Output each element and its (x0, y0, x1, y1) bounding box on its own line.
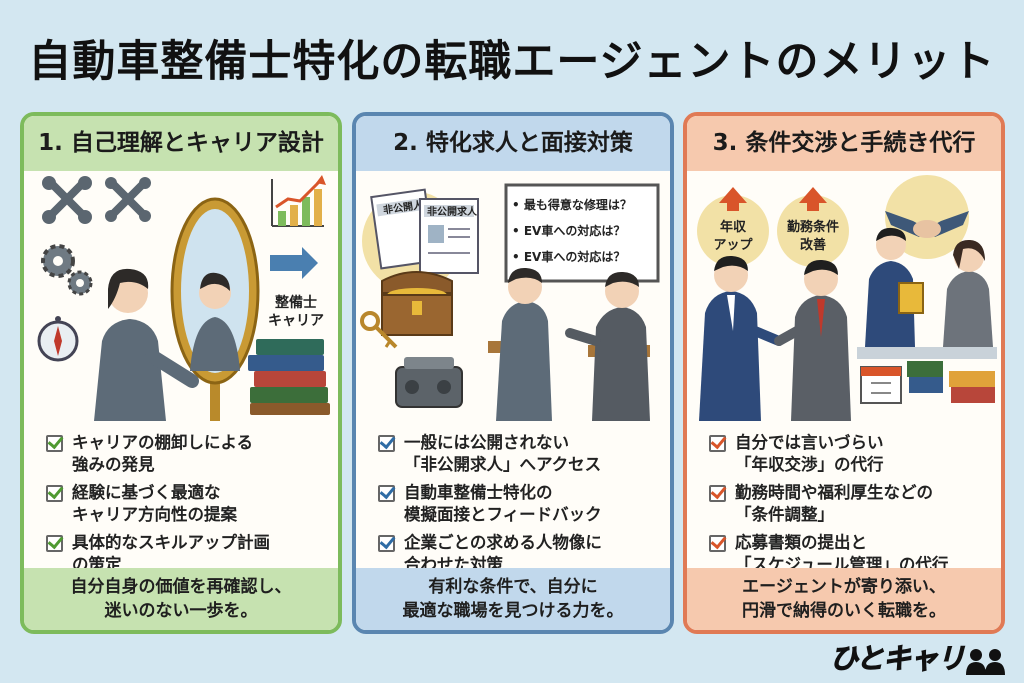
calendar-icon (860, 366, 902, 404)
illus-label-line2: キャリア (268, 313, 324, 329)
gear-icon (41, 244, 93, 296)
arrow-up-icon (799, 187, 827, 211)
benefit-list: 一般には公開されない「非公開求人」へアクセス 自動車整備士特化の模擬面接とフィー… (378, 432, 668, 582)
compass-icon (37, 316, 79, 362)
card-negotiation: 3. 条件交渉と手続き代行 年収 アップ 勤務条件 改善 (683, 112, 1005, 634)
check-icon (378, 535, 395, 552)
page-title: 自動車整備士特化の転職エージェントのメリット (28, 37, 996, 87)
list-item: 一般には公開されない「非公開求人」へアクセス (378, 432, 668, 476)
svg-text:改善: 改善 (800, 237, 826, 253)
card-heading: 2. 特化求人と面接対策 (356, 116, 670, 171)
board-question-2: • EV車への対応は？ (512, 223, 625, 238)
treasure-chest-icon (381, 271, 453, 336)
wrench-icon (42, 176, 92, 224)
candidate-figure (699, 255, 784, 421)
brand-logo: ひとキャリ (829, 642, 965, 676)
agent-figure (774, 259, 851, 421)
check-icon (46, 485, 63, 502)
illustration-interview: 非公開人 非公開求人 (360, 183, 660, 421)
illustration-mirror-career: 整備士 キャリア (37, 175, 330, 421)
check-icon (709, 435, 726, 452)
illus-label-line1: 整備士 (274, 294, 317, 311)
card-specialized-jobs: 2. 特化求人と面接対策 非公開人 非公開求人 (352, 112, 674, 634)
wrench-icon (105, 177, 151, 222)
illustration-negotiation: 年収 アップ 勤務条件 改善 (697, 175, 997, 421)
mirror-icon (170, 197, 260, 421)
key-icon (360, 311, 398, 349)
list-item: 自動車整備士特化の模擬面接とフィードバック (378, 482, 668, 526)
engine-icon (395, 357, 463, 408)
list-item: キャリアの棚卸しによる強みの発見 (46, 432, 336, 476)
arrow-up-icon (719, 187, 747, 211)
conditions-badge: 勤務条件 改善 (777, 187, 849, 267)
benefit-list: 自分では言いづらい「年収交渉」の代行 勤務時間や福利厚生などの「条件調整」 応募… (709, 432, 999, 582)
check-icon (378, 485, 395, 502)
card-self-understanding: 1. 自己理解とキャリア設計 (20, 112, 342, 634)
binders-icon (907, 361, 995, 403)
card-footer: 有利な条件で、自分に最適な職場を見つける力を。 (356, 568, 670, 630)
whiteboard-icon: • 最も得意な修理は？ • EV車への対応は？ • EV車への対応は？ (504, 183, 660, 283)
arrow-right-icon (270, 247, 318, 279)
mechanic-woman-figure (94, 268, 199, 421)
growth-chart-icon (271, 175, 326, 227)
benefit-list: キャリアの棚卸しによる強みの発見 経験に基づく最適なキャリア方向性の提案 具体的… (46, 432, 336, 582)
svg-text:非公開求人: 非公開求人 (427, 205, 478, 218)
list-item: 勤務時間や福利厚生などの「条件調整」 (709, 482, 999, 526)
list-item: 経験に基づく最適なキャリア方向性の提案 (46, 482, 336, 526)
svg-text:勤務条件: 勤務条件 (787, 219, 839, 235)
interviewee-figure (488, 267, 552, 421)
books-icon (248, 339, 330, 415)
document-icon: 非公開人 非公開求人 (370, 188, 479, 274)
check-icon (46, 535, 63, 552)
salary-up-badge: 年収 アップ (697, 187, 769, 267)
svg-text:年収: 年収 (720, 219, 747, 235)
people-icon (966, 649, 1005, 675)
interviewer-figure (565, 271, 650, 421)
list-item: 自分では言いづらい「年収交渉」の代行 (709, 432, 999, 476)
check-icon (709, 485, 726, 502)
check-icon (46, 435, 63, 452)
card-heading: 1. 自己理解とキャリア設計 (24, 116, 338, 171)
board-question-3: • EV車への対応は？ (512, 249, 625, 264)
handshake-icon (885, 175, 969, 259)
card-footer: 自分自身の価値を再確認し、迷いのない一歩を。 (24, 568, 338, 630)
svg-text:アップ: アップ (713, 238, 753, 253)
check-icon (709, 535, 726, 552)
board-question-1: • 最も得意な修理は？ (512, 197, 632, 212)
card-footer: エージェントが寄り添い、円滑で納得のいく転職を。 (687, 568, 1001, 630)
check-icon (378, 435, 395, 452)
card-heading: 3. 条件交渉と手続き代行 (687, 116, 1001, 171)
meeting-desk-scene (857, 227, 997, 359)
